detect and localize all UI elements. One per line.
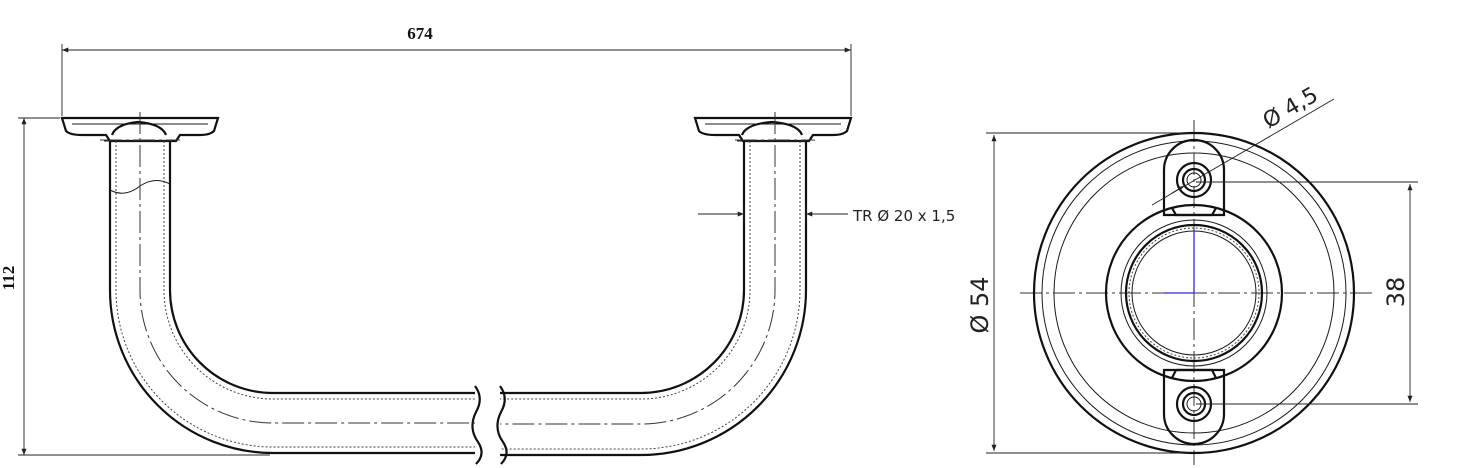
flange-view: Ø 54 38 Ø 4,5 — [966, 83, 1418, 465]
tube-callout: TR Ø 20 x 1,5 — [698, 204, 955, 225]
height-dimension: 112 — [0, 117, 270, 456]
side-view: 674 112 TR Ø 20 x 1,5 — [0, 24, 955, 465]
left-flange — [60, 116, 220, 143]
tube-callout-label: TR Ø 20 x 1,5 — [852, 207, 955, 225]
central-boss — [1104, 203, 1284, 383]
hole-spacing-dimension: 38 — [1196, 181, 1418, 405]
width-dim-label: 674 — [407, 24, 433, 43]
height-dim-label: 112 — [0, 266, 18, 291]
flange-outer-ring — [1032, 131, 1356, 455]
outer-diameter-dimension: Ø 54 — [966, 132, 1190, 454]
right-flange — [693, 116, 853, 143]
hole-diameter-label: Ø 4,5 — [1259, 83, 1323, 134]
u-tube — [100, 112, 815, 465]
hole-spacing-label: 38 — [1382, 277, 1410, 308]
width-dimension: 674 — [61, 24, 852, 116]
top-mounting-hole — [1162, 138, 1226, 217]
outer-diameter-label: Ø 54 — [966, 276, 994, 333]
